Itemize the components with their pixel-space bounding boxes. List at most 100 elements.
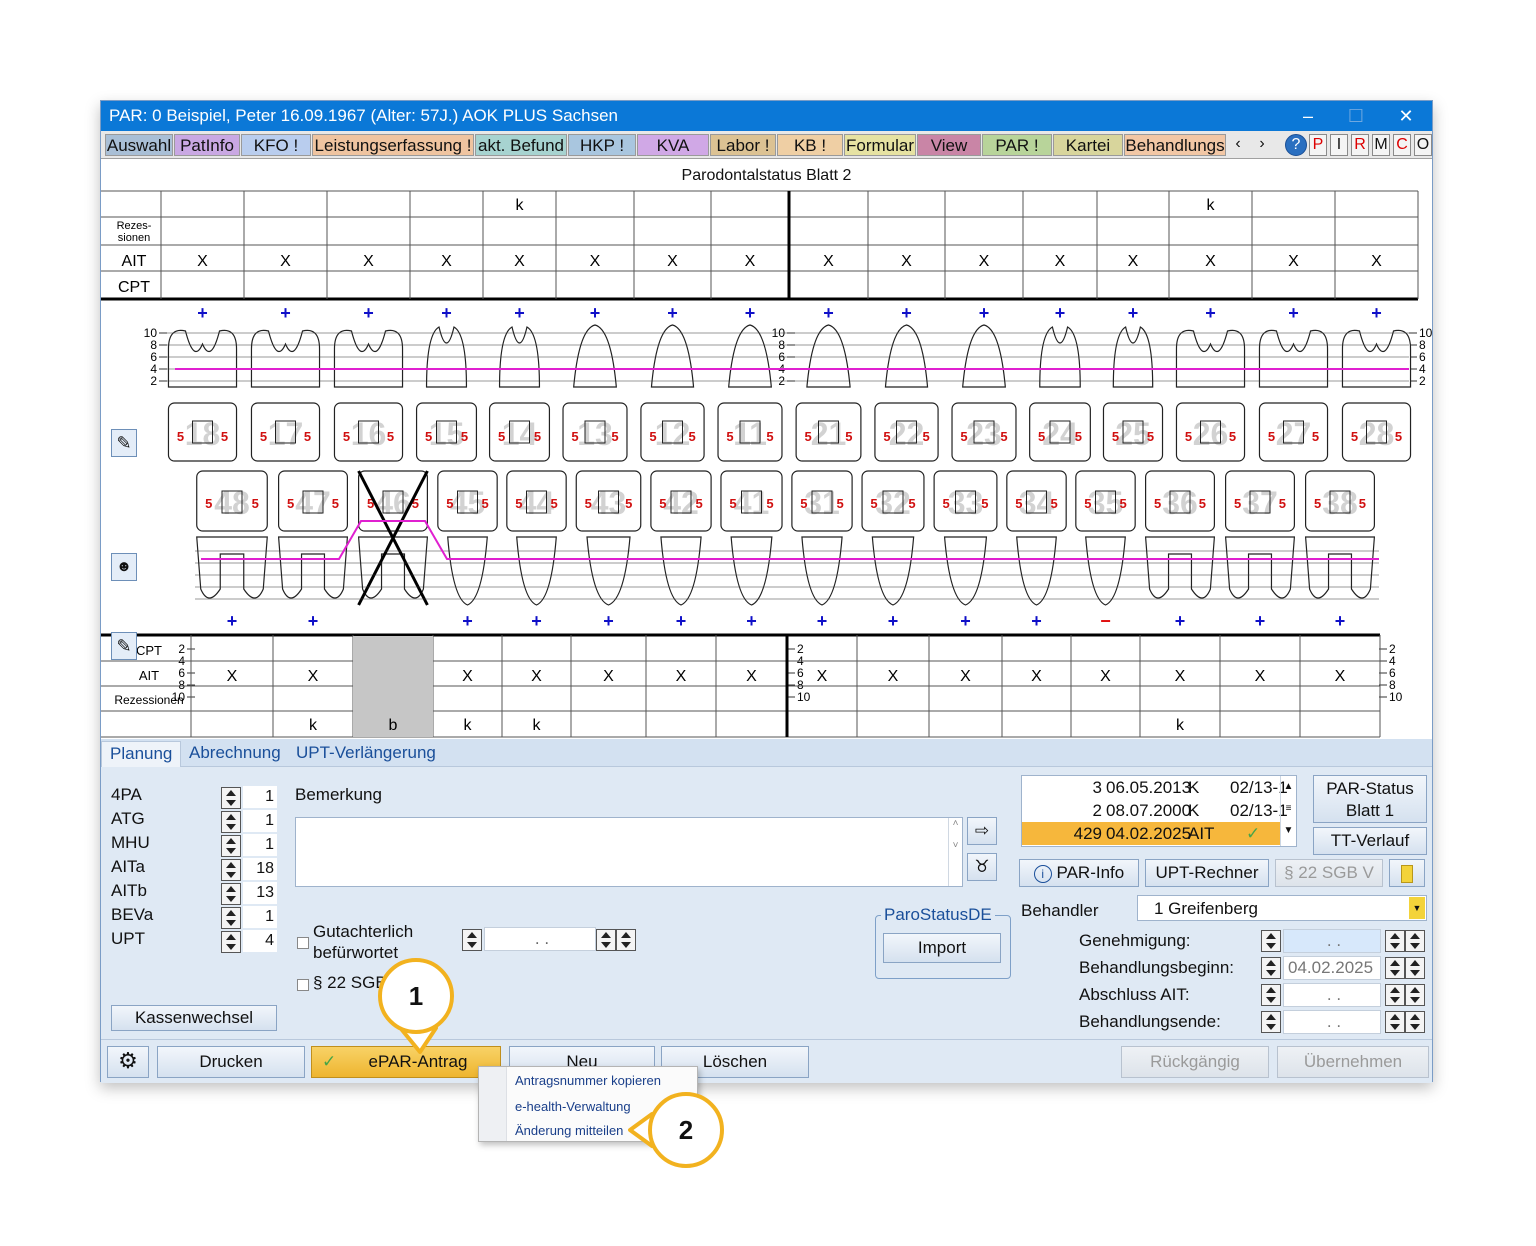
- tab-scroll-right-icon[interactable]: ›: [1253, 134, 1271, 156]
- tab-labor[interactable]: Labor !: [710, 134, 776, 156]
- counter-spinner-atg[interactable]: [221, 811, 241, 833]
- epar-antrag-button[interactable]: ✓ ePAR-Antrag: [311, 1046, 501, 1078]
- toolbar-o-button[interactable]: O: [1414, 134, 1432, 156]
- counter-spinner-aita[interactable]: [221, 859, 241, 881]
- gutachter-date-spinner-left[interactable]: [462, 929, 482, 951]
- counter-spinner-beva[interactable]: [221, 907, 241, 929]
- date-spinner-right-a-behandlungsende[interactable]: [1385, 1011, 1405, 1033]
- menu-item-aenderung-mitteilen[interactable]: Änderung mitteilen: [515, 1123, 624, 1138]
- gutachter-checkbox[interactable]: [297, 937, 309, 949]
- sgb-checkbox[interactable]: [297, 979, 309, 991]
- menu-item-e-health-verwaltung[interactable]: e-health-Verwaltung: [515, 1099, 631, 1114]
- counter-spinner-4pa[interactable]: [221, 787, 241, 809]
- counter-spinner-mhu[interactable]: [221, 835, 241, 857]
- tab-view[interactable]: View: [917, 134, 981, 156]
- tab-patinfo[interactable]: PatInfo: [174, 134, 240, 156]
- toolbar-c-button[interactable]: C: [1393, 134, 1411, 156]
- tab-auswahl[interactable]: Auswahl: [105, 134, 173, 156]
- date-spinner-right-b-behandlungsende[interactable]: [1405, 1011, 1425, 1033]
- tab-planung[interactable]: Planung: [101, 741, 182, 767]
- menu-item-antragsnummer-kopieren[interactable]: Antragsnummer kopieren: [515, 1073, 661, 1088]
- date-spinner-right-a-behandlungsbeginn[interactable]: [1385, 957, 1405, 979]
- date-spinner-right-b-genehmigung[interactable]: [1405, 930, 1425, 952]
- date-field-behandlungsende[interactable]: . .: [1283, 1010, 1381, 1034]
- behandler-select[interactable]: 1 Greifenberg ▼: [1137, 895, 1427, 921]
- upper-pocket-value: 5: [260, 429, 267, 444]
- tab-abrechnung[interactable]: Abrechnung: [189, 743, 281, 762]
- settings-button[interactable]: ⚙: [107, 1046, 149, 1078]
- tab-scroll-left-icon[interactable]: ‹: [1229, 134, 1247, 156]
- date-field-abschluss-ait[interactable]: . .: [1283, 983, 1381, 1007]
- tab-akt-befund[interactable]: akt. Befund: [475, 134, 567, 156]
- date-field-behandlungsbeginn[interactable]: 04.02.2025: [1283, 956, 1381, 980]
- counter-value-aitb[interactable]: 13: [243, 882, 277, 904]
- counter-spinner-aitb[interactable]: [221, 883, 241, 905]
- insert-text-button[interactable]: ⇨: [967, 817, 997, 845]
- lower-tooth-root: [1016, 536, 1057, 606]
- date-spinner-behandlungsbeginn[interactable]: [1261, 957, 1281, 979]
- tab-kfo[interactable]: KFO !: [241, 134, 311, 156]
- upper-label-cpt: CPT: [118, 279, 150, 296]
- date-spinner-behandlungsende[interactable]: [1261, 1011, 1281, 1033]
- upper-tooth-occlusal: [1366, 420, 1387, 444]
- gutachter-date-spinner-right-a[interactable]: [596, 929, 616, 951]
- kassenwechsel-button[interactable]: Kassenwechsel: [111, 1005, 277, 1031]
- counter-value-mhu[interactable]: 1: [243, 834, 277, 856]
- toolbar-m-button[interactable]: M: [1372, 134, 1390, 156]
- upt-rechner-button[interactable]: UPT-Rechner: [1145, 859, 1269, 887]
- bemerkung-textarea[interactable]: ˄˅: [295, 817, 963, 887]
- tab-leistungserfassung[interactable]: Leistungserfassung !: [312, 134, 474, 156]
- counter-value-upt[interactable]: 4: [243, 930, 277, 952]
- tab-kartei[interactable]: Kartei: [1053, 134, 1123, 156]
- par-status-blatt1-button[interactable]: PAR-Status Blatt 1: [1313, 775, 1427, 823]
- date-spinner-abschluss-ait[interactable]: [1261, 984, 1281, 1006]
- counter-value-aita[interactable]: 18: [243, 858, 277, 880]
- tooth-select-button[interactable]: ♉: [967, 853, 997, 881]
- toolbar-r-button[interactable]: R: [1351, 134, 1369, 156]
- tab-kb[interactable]: KB !: [777, 134, 843, 156]
- tab-behandlungs[interactable]: Behandlungs: [1124, 134, 1226, 156]
- close-button[interactable]: ✕: [1398, 106, 1414, 126]
- gutachter-date-field[interactable]: . .: [484, 927, 596, 951]
- minimize-button[interactable]: –: [1302, 106, 1313, 126]
- history-scrollbar[interactable]: ▲≡▼: [1280, 776, 1296, 846]
- par-info-button[interactable]: i PAR-Info: [1019, 859, 1139, 887]
- date-spinner-right-b-behandlungsbeginn[interactable]: [1405, 957, 1425, 979]
- counter-value-atg[interactable]: 1: [243, 810, 277, 832]
- tt-verlauf-button[interactable]: TT-Verlauf: [1313, 827, 1427, 855]
- date-spinner-right-b-abschluss-ait[interactable]: [1405, 984, 1425, 1006]
- tab-kva[interactable]: KVA: [637, 134, 709, 156]
- sgb-v-button[interactable]: § 22 SGB V: [1275, 859, 1383, 887]
- lower-tooth-occlusal: [598, 490, 619, 514]
- toolbar-i-button[interactable]: I: [1330, 134, 1348, 156]
- tab-formular[interactable]: Formular: [844, 134, 916, 156]
- counter-spinner-upt[interactable]: [221, 931, 241, 953]
- notes-button[interactable]: [1389, 859, 1425, 887]
- help-icon[interactable]: ?: [1285, 134, 1307, 156]
- tab-upt-verlaengerung[interactable]: UPT-Verlängerung: [296, 743, 436, 762]
- gutachter-date-spinner-right-b[interactable]: [616, 929, 636, 951]
- rueckgaengig-button[interactable]: Rückgängig: [1121, 1046, 1269, 1078]
- uebernehmen-button[interactable]: Übernehmen: [1277, 1046, 1429, 1078]
- patient-view-button[interactable]: ☻: [111, 553, 137, 581]
- tab-par[interactable]: PAR !: [982, 134, 1052, 156]
- date-field-genehmigung[interactable]: . .: [1283, 929, 1381, 953]
- date-spinner-right-a-abschluss-ait[interactable]: [1385, 984, 1405, 1006]
- counter-value-beva[interactable]: 1: [243, 906, 277, 928]
- edit-lower-button[interactable]: ✎: [111, 632, 137, 660]
- date-spinner-right-a-genehmigung[interactable]: [1385, 930, 1405, 952]
- date-spinner-genehmigung[interactable]: [1261, 930, 1281, 952]
- counter-value-4pa[interactable]: 1: [243, 786, 277, 808]
- edit-upper-button[interactable]: ✎: [111, 429, 137, 457]
- upper-tooth-root: [1258, 329, 1329, 388]
- maximize-button[interactable]: ☐: [1347, 106, 1365, 126]
- toolbar-p-button[interactable]: P: [1309, 134, 1327, 156]
- import-button[interactable]: Import: [883, 933, 1001, 963]
- tab-hkp[interactable]: HKP !: [568, 134, 636, 156]
- textarea-scrollbar[interactable]: ˄˅: [948, 818, 962, 886]
- drucken-button[interactable]: Drucken: [157, 1046, 305, 1078]
